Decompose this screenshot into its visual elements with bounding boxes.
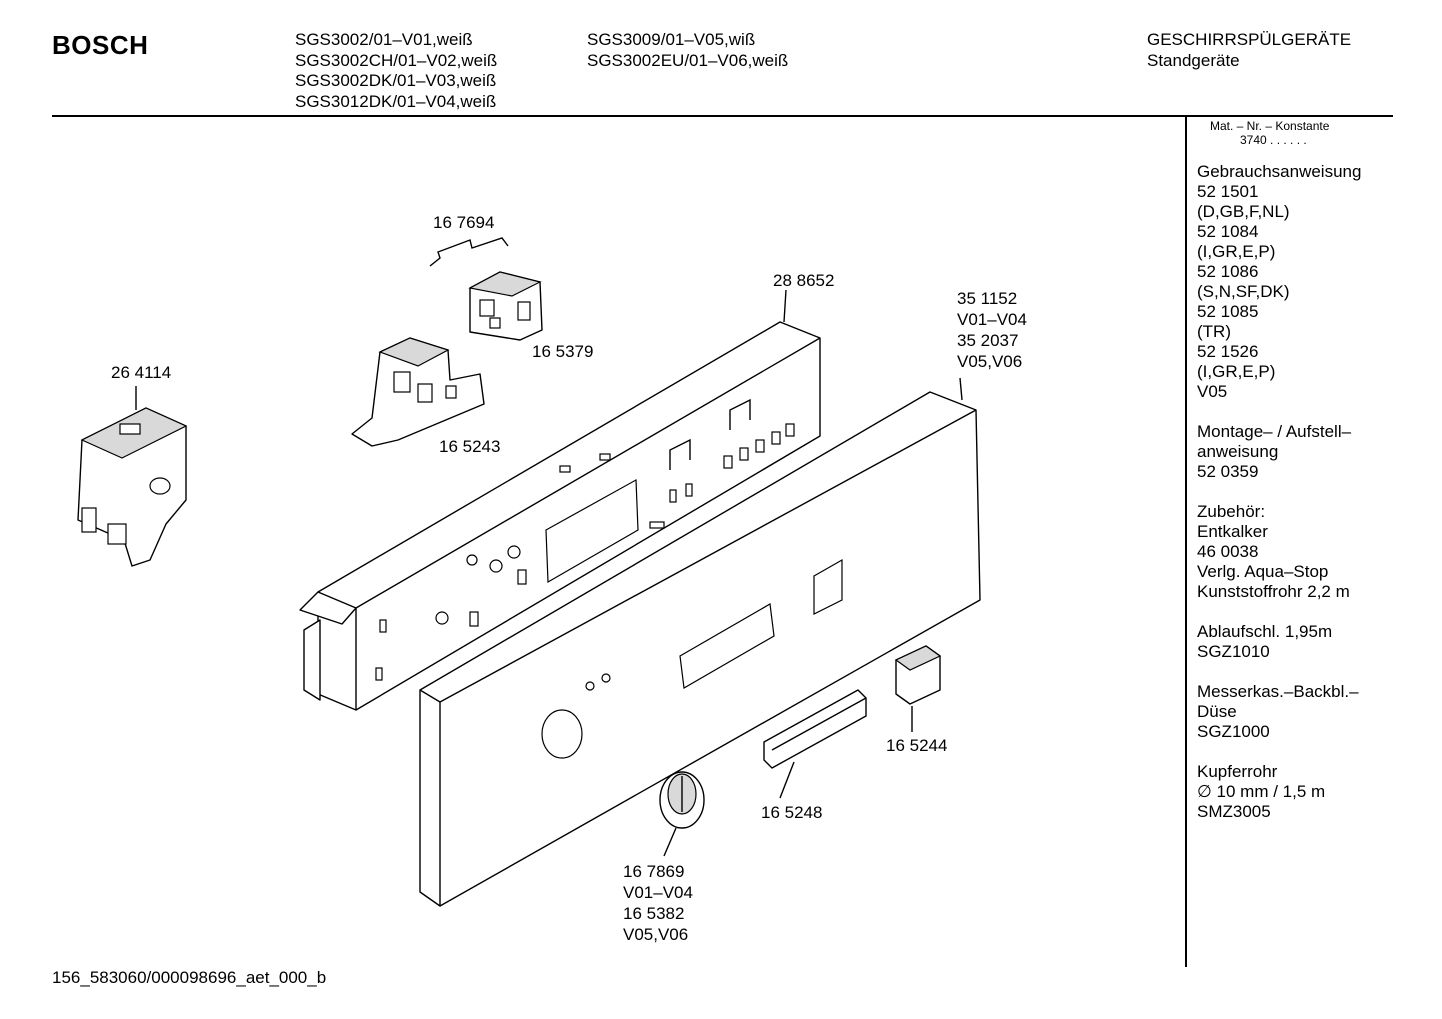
part-label-167694: 16 7694 (433, 213, 494, 232)
part-label-167869-line1: 16 7869 (623, 862, 684, 881)
part-label-264114: 26 4114 (111, 363, 171, 382)
brand-logo: BOSCH (52, 30, 149, 60)
part-label-351152-line4: V05,V06 (957, 352, 1022, 371)
part-label-351152-line1: 35 1152 (957, 289, 1017, 308)
note-line: (I,GR,E,P) (1197, 242, 1276, 261)
part-label-288652: 28 8652 (773, 271, 834, 290)
note-block-copper-pipe: Kupferrohr ∅ 10 mm / 1,5 m SMZ3005 (1197, 762, 1361, 822)
category-subtitle: Standgeräte (1147, 50, 1240, 70)
note-line: Ablaufschl. 1,95m (1197, 622, 1333, 641)
note-line: 52 0359 (1197, 462, 1259, 481)
note-line: Zubehör: (1197, 502, 1266, 521)
document-id: 156_583060/000098696_aet_000_b (52, 968, 327, 987)
category-header: GESCHIRRSPÜLGERÄTE Standgeräte (1147, 30, 1351, 71)
programmer-switch-part (77, 407, 188, 567)
model-list-1: SGS3002/01–V01,weiß SGS3002CH/01–V02,wei… (295, 30, 497, 112)
part-label-165248: 16 5248 (761, 803, 822, 822)
exploded-view-drawing: 16 7694 16 5379 16 5243 26 4114 (77, 213, 1027, 944)
model-item: SGS3002/01–V01,weiß (295, 30, 473, 49)
note-line: SGZ1000 (1197, 722, 1270, 741)
note-line: (D,GB,F,NL) (1197, 202, 1290, 221)
note-line: (I,GR,E,P) (1197, 362, 1276, 381)
model-item: SGS3012DK/01–V04,weiß (295, 91, 497, 111)
part-label-167869-line2: V01–V04 (623, 883, 693, 902)
note-line: Entkalker (1197, 522, 1268, 541)
spring-clip-part (429, 237, 509, 267)
note-line: ∅ 10 mm / 1,5 m (1197, 782, 1326, 801)
model-item: SGS3002DK/01–V03,weiß (295, 71, 497, 90)
note-line: Gebrauchsanweisung (1197, 162, 1362, 181)
front-fascia-part (419, 391, 981, 907)
note-line: Messerkas.–Backbl.– (1197, 682, 1359, 701)
part-label-165379: 16 5379 (532, 342, 593, 361)
push-button-part (894, 645, 942, 705)
mat-nr-box: Mat. – Nr. – Konstante 3740 . . . . . . (1210, 119, 1329, 147)
note-line: 52 1526 (1197, 342, 1259, 361)
part-label-167869-line3: 16 5382 (623, 904, 684, 923)
mat-nr-label: Mat. – Nr. – Konstante (1210, 119, 1330, 133)
note-line: 52 1085 (1197, 302, 1259, 321)
carrier-panel-part (299, 321, 821, 711)
note-line: 52 1086 (1197, 262, 1259, 281)
note-block-install: Montage– / Aufstell– anweisung 52 0359 (1197, 422, 1361, 482)
note-block-manual: Gebrauchsanweisung 52 1501 (D,GB,F,NL) 5… (1197, 162, 1361, 402)
part-label-165244: 16 5244 (886, 736, 947, 755)
model-list-2: SGS3009/01–V05,wiß SGS3002EU/01–V06,weiß (587, 30, 788, 71)
note-line: SMZ3005 (1197, 802, 1271, 821)
note-line: Kupferrohr (1197, 762, 1278, 781)
note-line: Düse (1197, 702, 1237, 721)
note-line: 52 1501 (1197, 182, 1259, 201)
note-line: SGZ1010 (1197, 642, 1270, 661)
header-divider (52, 115, 1393, 117)
mat-nr-value: 3740 . . . . . . (1240, 133, 1307, 147)
model-item: SGS3002CH/01–V02,weiß (295, 50, 498, 70)
part-label-165243: 16 5243 (439, 437, 500, 456)
note-line: anweisung (1197, 442, 1279, 461)
cover-strip-part (763, 689, 867, 769)
note-line: Kunststoffrohr 2,2 m (1197, 582, 1350, 601)
part-label-351152-line2: V01–V04 (957, 310, 1027, 329)
switch-module-part (468, 271, 543, 341)
sidebar-notes: Gebrauchsanweisung 52 1501 (D,GB,F,NL) 5… (1197, 162, 1361, 842)
note-line: 52 1084 (1197, 222, 1259, 241)
note-line: (S,N,SF,DK) (1197, 282, 1290, 301)
note-line: (TR) (1197, 322, 1231, 341)
holder-bracket-part (351, 337, 485, 447)
model-item: SGS3009/01–V05,wiß (587, 30, 756, 49)
sidebar-divider (1185, 117, 1187, 967)
note-line: Montage– / Aufstell– (1197, 422, 1352, 441)
part-label-351152-line3: 35 2037 (957, 331, 1018, 350)
note-block-accessories: Zubehör: Entkalker 46 0038 Verlg. Aqua–S… (1197, 502, 1361, 602)
note-block-nozzle: Messerkas.–Backbl.– Düse SGZ1000 (1197, 682, 1361, 742)
rotary-knob-part (659, 771, 705, 829)
note-line: V05 (1197, 382, 1228, 401)
model-item: SGS3002EU/01–V06,weiß (587, 50, 789, 70)
part-label-167869-line4: V05,V06 (623, 925, 688, 944)
category-title: GESCHIRRSPÜLGERÄTE (1147, 30, 1352, 49)
note-block-drain-hose: Ablaufschl. 1,95m SGZ1010 (1197, 622, 1361, 662)
note-line: Verlg. Aqua–Stop (1197, 562, 1329, 581)
note-line: 46 0038 (1197, 542, 1259, 561)
